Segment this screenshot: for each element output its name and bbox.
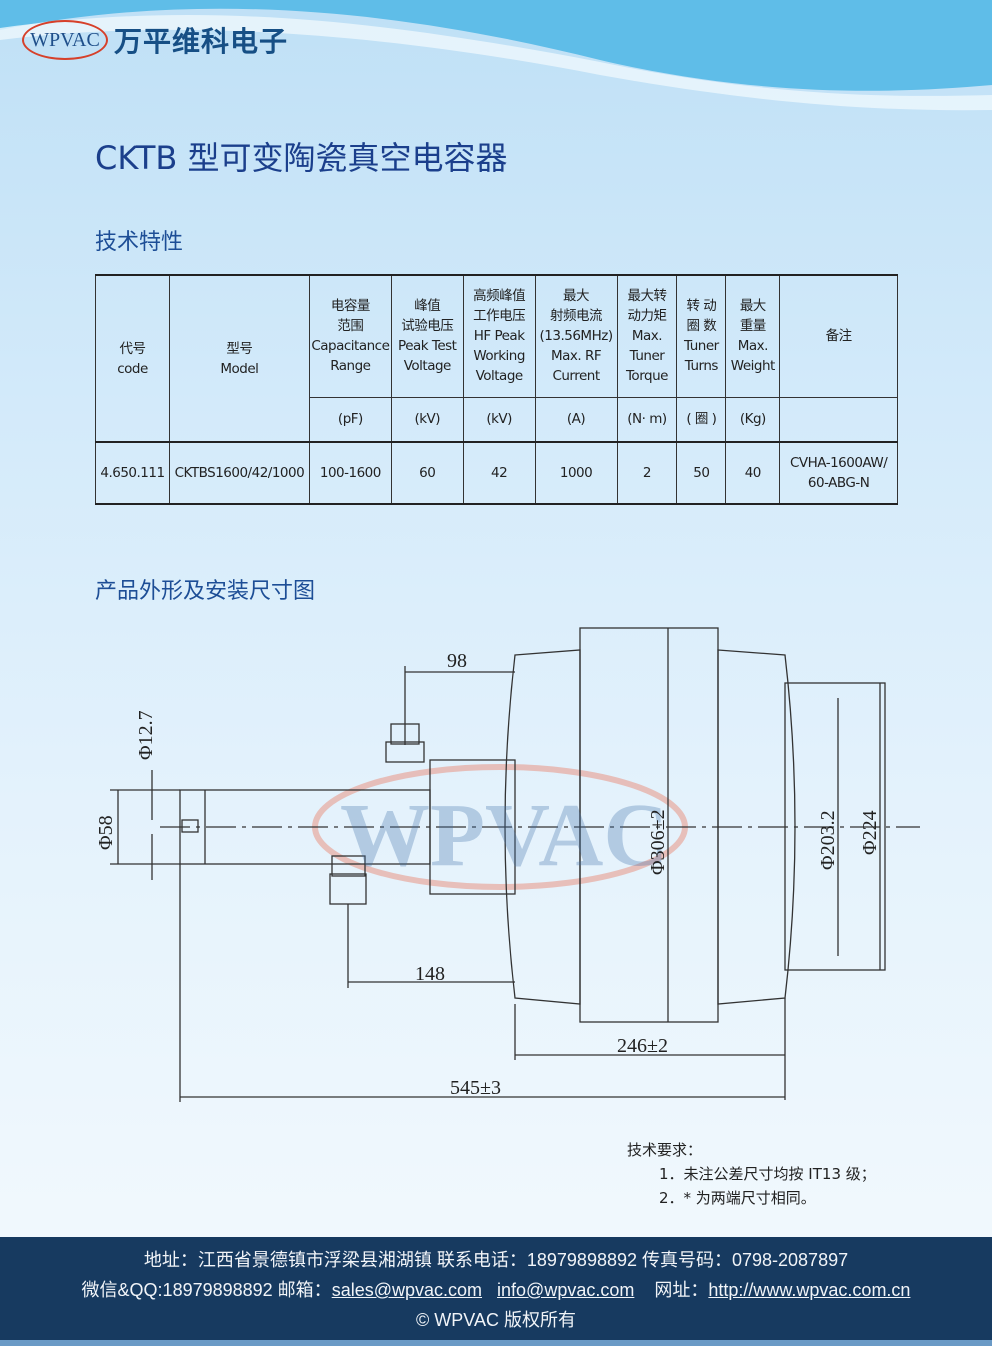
specs-heading: 技术特性	[95, 230, 184, 255]
unit-cell: (kV)	[390, 396, 464, 443]
technical-notes: 技术要求： 1．未注公差尺寸均按 IT13 级； 2．* 为两端尺寸相同。	[627, 1138, 876, 1210]
company-logo: WPVAC 万平维科电子	[22, 20, 288, 60]
dim-phi58: Φ58	[95, 815, 117, 850]
unit-cell: (kV)	[462, 396, 536, 443]
logo-mark: WPVAC	[22, 20, 108, 60]
unit-cell: (N· m)	[616, 396, 678, 443]
unit-cell: (Kg)	[725, 396, 781, 443]
cell-weight: 40	[725, 441, 781, 505]
page-title: CKTB 型可变陶瓷真空电容器	[95, 139, 508, 177]
footer-contact: 微信&QQ:18979898892 邮箱：sales@wpvac.com inf…	[81, 1280, 911, 1300]
cell-code: 4.650.111	[95, 441, 170, 505]
cell-torque: 2	[616, 441, 678, 505]
company-name: 万平维科电子	[114, 25, 289, 58]
notes-heading: 技术要求：	[627, 1141, 703, 1159]
unit-cell	[779, 396, 898, 443]
cell-turns: 50	[676, 441, 727, 505]
unit-cell: (A)	[534, 396, 618, 443]
dim-545: 545±3	[450, 1077, 501, 1099]
dim-98: 98	[447, 650, 467, 672]
bottom-bar	[0, 1340, 992, 1346]
note-item: 1．未注公差尺寸均按 IT13 级；	[659, 1165, 876, 1183]
dim-148: 148	[415, 963, 445, 985]
cell-test-voltage: 60	[390, 441, 464, 505]
units-row: (pF) (kV) (kV) (A) (N· m) ( 圈 ) (Kg)	[96, 396, 898, 443]
cell-capacitance: 100-1600	[308, 441, 392, 505]
cell-remarks: CVHA-1600AW/60-ABG-N	[779, 441, 898, 505]
website-link[interactable]: http://www.wpvac.com.cn	[708, 1280, 911, 1300]
dimension-drawing: WPVAC 98 Φ12.7 Φ58 148 Φ306±2 Φ203.2 Φ22…	[95, 627, 920, 1102]
footer: 地址：江西省景德镇市浮梁县湘湖镇 联系电话：18979898892 传真号码：0…	[0, 1237, 992, 1340]
note-item: 2．* 为两端尺寸相同。	[659, 1189, 816, 1207]
body-right	[717, 649, 796, 1005]
body-left	[504, 649, 581, 1005]
unit-cell: (pF)	[308, 396, 392, 443]
footer-copyright: © WPVAC 版权所有	[416, 1310, 576, 1330]
cell-rf-current: 1000	[534, 441, 618, 505]
cell-model: CKTBS1600/42/1000	[168, 441, 310, 505]
footer-address: 地址：江西省景德镇市浮梁县湘湖镇 联系电话：18979898892 传真号码：0…	[143, 1250, 849, 1270]
watermark: WPVAC	[340, 786, 668, 885]
dim-246: 246±2	[617, 1035, 668, 1057]
dim-phi306: Φ306±2	[647, 809, 669, 875]
email-link-info[interactable]: info@wpvac.com	[497, 1280, 635, 1300]
email-link-sales[interactable]: sales@wpvac.com	[331, 1280, 483, 1300]
dim-phi224: Φ224	[859, 810, 881, 855]
table-row: 4.650.111 CKTBS1600/42/1000 100-1600 60 …	[95, 441, 898, 505]
dim-phi12-7: Φ12.7	[135, 710, 157, 760]
dim-phi203: Φ203.2	[817, 810, 839, 870]
cell-working-voltage: 42	[462, 441, 536, 505]
drawing-heading: 产品外形及安装尺寸图	[95, 579, 316, 604]
header-wave	[0, 0, 992, 111]
header-remarks: 备注	[779, 274, 898, 398]
unit-cell: ( 圈 )	[676, 396, 727, 443]
